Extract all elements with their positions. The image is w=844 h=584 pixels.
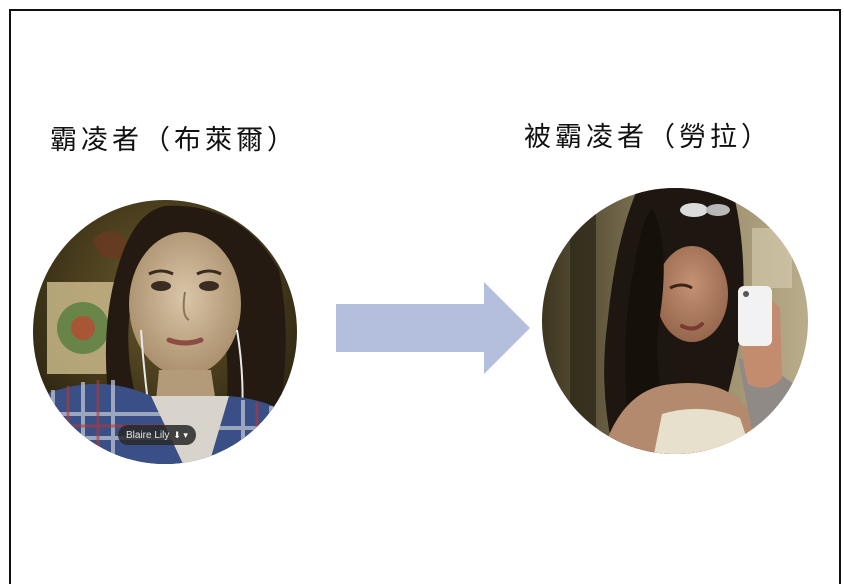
- username-label: Blaire Lily: [126, 430, 170, 441]
- bully-label: 霸凌者（布萊爾）: [50, 125, 298, 156]
- username-tag[interactable]: Blaire Lily⬇ ▾: [118, 425, 196, 445]
- chevron-down-icon[interactable]: ▾: [183, 430, 188, 440]
- arrow-right-icon: [336, 282, 530, 374]
- victim-label: 被霸凌者（勞拉）: [524, 122, 772, 153]
- download-icon[interactable]: ⬇: [173, 430, 181, 440]
- victim-photo: [542, 188, 808, 454]
- bully-photo: [33, 200, 297, 464]
